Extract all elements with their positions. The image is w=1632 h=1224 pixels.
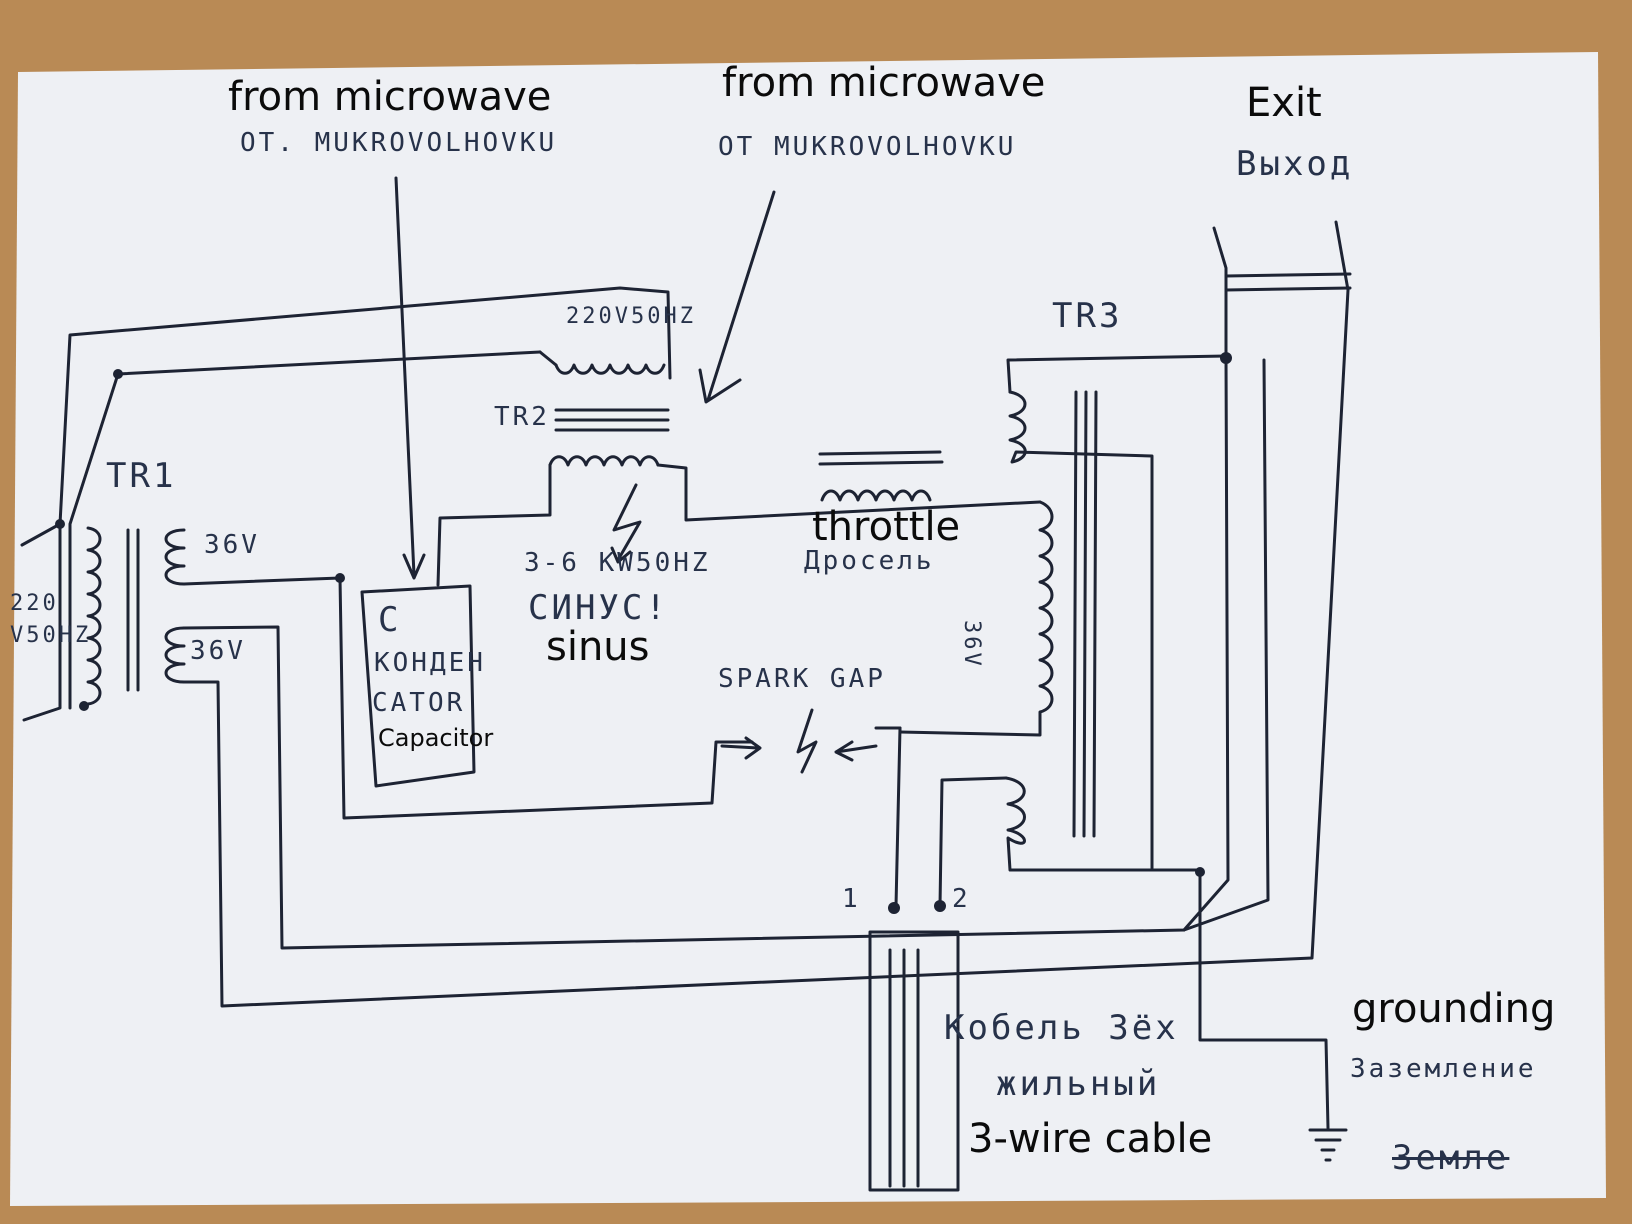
cable-sheath	[868, 930, 960, 1192]
tr3-lower-coil	[1004, 776, 1330, 1130]
capacitor-box	[360, 584, 476, 788]
tr1-sec-bottom-coil	[164, 626, 186, 684]
tr3-core-3	[1092, 390, 1098, 838]
hand-tr1-sec-top: 36V	[204, 530, 260, 560]
label-sinus: sinus	[546, 624, 650, 670]
label-from-microwave-left: from microwave	[228, 74, 552, 120]
label-three-wire-cable: 3-wire cable	[968, 1116, 1213, 1162]
lightning-glyph	[610, 483, 642, 564]
hand-cable-ru-1: Кобель 3ёх	[944, 1008, 1179, 1048]
tr2-sec-right-wire	[656, 463, 1042, 522]
tr1-input-lines	[20, 522, 72, 722]
tr1-primary-coil	[86, 526, 102, 706]
junction-left-wire	[113, 369, 123, 379]
hand-ground: Земле	[1392, 1138, 1510, 1178]
ground-symbol	[1308, 1128, 1348, 1162]
hand-from-microwave-left: OT. MUKROVOLHOVKU	[240, 128, 558, 158]
hand-terminal-1: 1	[842, 884, 861, 914]
tr3-lower-lead	[938, 776, 1008, 908]
right-mw-arrow	[698, 190, 776, 404]
wire-sec-top-to-cap	[182, 576, 754, 820]
label-grounding: grounding	[1352, 986, 1556, 1032]
throttle-core-2	[818, 460, 944, 466]
paper-sheet	[10, 52, 1606, 1206]
wire-tr1-to-tr2-outer	[58, 286, 672, 526]
tr3-top-lead	[1006, 354, 1228, 394]
hand-capacitor-c: C	[378, 600, 402, 640]
left-mw-arrow	[394, 176, 426, 580]
spark-gap-bolt	[796, 708, 818, 774]
label-from-microwave-right: from microwave	[722, 60, 1046, 106]
hand-exit: Выход	[1236, 144, 1354, 184]
hand-tr1-input: 220 V50HZ	[10, 591, 88, 648]
hand-spark-gap: SPARK GAP	[718, 664, 886, 694]
junction-exit	[1220, 352, 1232, 364]
hand-tr3: TR3	[1052, 296, 1123, 336]
hand-capacitor-ru-2: CATOR	[372, 688, 466, 718]
hand-throttle: Дросель	[804, 546, 935, 576]
tr3-core-1	[1072, 390, 1078, 838]
junction-terminal-2	[934, 900, 946, 912]
spark-gap-left	[720, 736, 762, 760]
throttle-36v-coil	[898, 500, 1054, 737]
throttle-coil	[820, 489, 932, 502]
junction-cap	[335, 573, 345, 583]
hand-tr2: TR2	[494, 402, 550, 432]
tr2-primary-coil	[554, 363, 666, 375]
hand-tr1-sec-bottom: 36V	[190, 636, 246, 666]
hand-power: 3-6 KW50HZ	[524, 548, 711, 578]
wire-sec-bottom-to-cable	[182, 358, 1270, 950]
label-capacitor: Capacitor	[378, 724, 494, 752]
junction-tr1-bottom	[79, 701, 89, 711]
hand-capacitor-ru-1: КОНДЕН	[374, 648, 486, 678]
cable-wire-1	[894, 726, 902, 908]
exit-right-wire	[1334, 220, 1350, 292]
tr3-core-2	[1082, 390, 1088, 838]
throttle-core-1	[818, 450, 942, 456]
tr1-sec-top-coil	[164, 528, 186, 586]
hand-tr2-primary: 220V50HZ	[566, 304, 696, 329]
label-exit: Exit	[1246, 80, 1322, 126]
hand-tr1: TR1	[106, 456, 177, 496]
junction-terminal-1	[888, 902, 900, 914]
tr2-secondary-coil	[548, 455, 660, 467]
exit-bus-lines	[1224, 272, 1352, 292]
junction-ground	[1195, 867, 1205, 877]
tr3-upper-coil	[1008, 390, 1154, 870]
label-throttle: throttle	[812, 504, 961, 550]
junction-tr1-top	[55, 519, 65, 529]
wire-sec-bottom-outer	[182, 288, 1350, 1008]
hand-from-microwave-right: OT MUKROVOLHOVKU	[718, 132, 1017, 162]
hand-terminal-2: 2	[952, 884, 971, 914]
tr2-primary-wire	[538, 350, 558, 367]
hand-grounding: Заземление	[1350, 1054, 1537, 1084]
hand-cable-ru-2: жильный	[996, 1064, 1161, 1104]
hand-throttle-voltage: 36V	[959, 620, 984, 669]
tr2-sec-left-wire	[436, 463, 552, 587]
hand-sinus: СИНУС!	[528, 588, 669, 628]
